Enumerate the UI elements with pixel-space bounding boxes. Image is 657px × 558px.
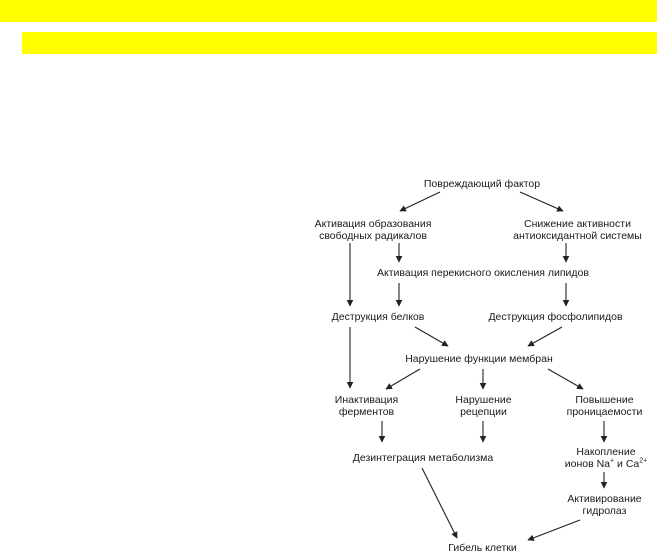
- node-cell-death-label: Гибель клетки: [448, 542, 517, 554]
- node-protein-destruction: Деструкция белков: [323, 311, 433, 323]
- node-activation-radicals-line1: Активация образования: [314, 218, 432, 230]
- node-protein-destruction-label: Деструкция белков: [331, 311, 425, 323]
- node-metabolism-disintegration: Дезинтеграция метаболизма: [343, 452, 503, 464]
- ion-ca-text: и Ca: [614, 458, 640, 470]
- arrow-metabolism-to-death: [421, 467, 458, 539]
- node-lipid-peroxidation: Активация перекисного окисления липидов: [368, 267, 598, 279]
- node-reception-disorder-line1: Нарушение: [455, 394, 512, 406]
- node-activation-radicals: Активация образования свободных радикало…: [308, 218, 438, 242]
- arrow-phospholipid-to-membrane: [527, 326, 563, 347]
- node-permeability-increase-line2: проницаемости: [566, 406, 643, 418]
- node-enzyme-inactivation: Инактивация ферментов: [324, 394, 409, 418]
- node-permeability-increase-line1: Повышение: [575, 394, 634, 406]
- node-metabolism-disintegration-label: Дезинтеграция метаболизма: [352, 452, 494, 464]
- node-reduced-antioxidant-line2: антиоксидантной системы: [513, 230, 642, 242]
- arrow-factor-to-radicals: [399, 191, 441, 212]
- node-phospholipid-destruction-label: Деструкция фосфолипидов: [488, 311, 623, 323]
- arrow-factor-to-antioxidant: [519, 191, 564, 212]
- node-ion-accumulation-line2: ионов Na+ и Ca2+: [560, 457, 652, 471]
- top-highlight-bar: [0, 0, 657, 22]
- node-ion-accumulation: Накопление ионов Na+ и Ca2+: [560, 446, 652, 470]
- second-highlight-bar: [22, 32, 657, 54]
- arrow-membrane-to-permeability: [547, 368, 584, 390]
- node-phospholipid-destruction: Деструкция фосфолипидов: [483, 311, 628, 323]
- node-reduced-antioxidant-line1: Снижение активности: [524, 218, 631, 230]
- node-hydrolase-activation: Активирование гидролаз: [562, 493, 647, 517]
- node-reduced-antioxidant: Снижение активности антиоксидантной сист…: [510, 218, 645, 242]
- node-hydrolase-activation-line1: Активирование: [567, 493, 642, 505]
- ion-na-charge: +: [610, 457, 615, 465]
- node-ion-accumulation-line1: Накопление: [576, 446, 636, 458]
- node-activation-radicals-line2: свободных радикалов: [319, 230, 427, 242]
- node-lipid-peroxidation-label: Активация перекисного окисления липидов: [377, 267, 589, 279]
- node-membrane-dysfunction-label: Нарушение функции мембран: [405, 353, 553, 365]
- node-damaging-factor: Повреждающий фактор: [417, 178, 547, 190]
- node-enzyme-inactivation-line2: ферментов: [338, 406, 395, 418]
- node-damaging-factor-label: Повреждающий фактор: [423, 178, 541, 190]
- arrow-hydrolase-to-death: [527, 519, 581, 541]
- node-hydrolase-activation-line2: гидролаз: [582, 505, 627, 517]
- node-membrane-dysfunction: Нарушение функции мембран: [404, 353, 554, 365]
- arrow-protein-to-membrane: [414, 326, 449, 347]
- node-reception-disorder: Нарушение рецепции: [446, 394, 521, 418]
- arrow-membrane-to-inactivation: [385, 368, 421, 390]
- ion-ca-charge: 2+: [639, 457, 648, 465]
- node-cell-death: Гибель клетки: [440, 542, 525, 554]
- node-enzyme-inactivation-line1: Инактивация: [334, 394, 399, 406]
- node-permeability-increase: Повышение проницаемости: [562, 394, 647, 418]
- node-reception-disorder-line2: рецепции: [460, 406, 507, 418]
- ion-na-text: ионов Na: [564, 458, 611, 470]
